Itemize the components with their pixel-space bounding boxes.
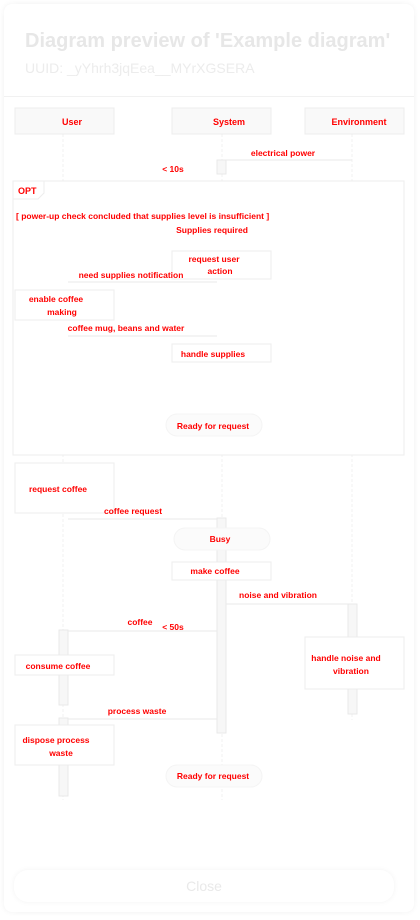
participant-environment: Environment xyxy=(304,107,405,135)
diagram-uuid: UUID: _yYhrh3jqEea__MYrXGSERA xyxy=(25,60,255,76)
action-handle-noise: handle noise and vibration xyxy=(304,636,405,690)
participant-system: System xyxy=(171,107,272,135)
participant-label: System xyxy=(213,117,245,127)
action-line: make coffee xyxy=(190,566,239,576)
action-line: action xyxy=(207,266,232,276)
state-label: Ready for request xyxy=(177,771,249,781)
action-dispose-waste: dispose process waste xyxy=(14,724,115,766)
state-ready-1: Ready for request xyxy=(165,413,263,437)
action-handle-supplies: handle supplies xyxy=(171,343,272,363)
action-consume-coffee: consume coffee xyxy=(14,654,115,676)
state-busy: Busy xyxy=(173,527,271,551)
action-make-coffee: make coffee xyxy=(171,561,272,581)
message-label: need supplies notification xyxy=(79,270,184,280)
message-label: coffee request xyxy=(104,506,162,516)
participant-label: Environment xyxy=(331,117,386,127)
action-line: waste xyxy=(48,748,73,758)
activation-bar xyxy=(216,159,227,175)
state-supplies-required: Supplies required xyxy=(176,225,248,235)
message-label: coffee xyxy=(127,617,152,627)
state-ready-2: Ready for request xyxy=(165,764,263,788)
message-label: electrical power xyxy=(251,148,316,158)
action-enable-coffee-making: enable coffee making xyxy=(14,289,115,321)
action-line: dispose process xyxy=(22,735,89,745)
action-request-coffee: request coffee xyxy=(14,462,115,514)
fragment-operator: OPT xyxy=(18,186,37,196)
action-line: handle noise and xyxy=(311,653,380,663)
timing-constraint: < 10s xyxy=(162,164,184,174)
participant-user: User xyxy=(14,107,115,135)
action-line: request coffee xyxy=(29,484,87,494)
state-label: Ready for request xyxy=(177,421,249,431)
sequence-diagram: User System Environment electrical power… xyxy=(12,107,405,800)
action-line: consume coffee xyxy=(26,661,91,671)
fragment-guard: [ power-up check concluded that supplies… xyxy=(16,211,269,221)
action-line: making xyxy=(47,307,77,317)
dialog-title: Diagram preview of 'Example diagram' xyxy=(25,30,391,52)
action-line: enable coffee xyxy=(29,294,84,304)
action-line: handle supplies xyxy=(181,349,246,359)
message-label: noise and vibration xyxy=(239,590,317,600)
close-button[interactable]: Close xyxy=(14,870,394,902)
action-request-user-action: request user action xyxy=(171,250,272,280)
action-line: vibration xyxy=(333,666,369,676)
activation-bar xyxy=(216,517,227,734)
state-label: Busy xyxy=(210,534,231,544)
message-label: process waste xyxy=(108,706,167,716)
message-label: coffee mug, beans and water xyxy=(68,323,185,333)
action-line: request user xyxy=(188,254,240,264)
participant-label: User xyxy=(62,117,83,127)
dialog-header: Diagram preview of 'Example diagram' UUI… xyxy=(4,4,414,97)
timing-constraint: < 50s xyxy=(162,622,184,632)
